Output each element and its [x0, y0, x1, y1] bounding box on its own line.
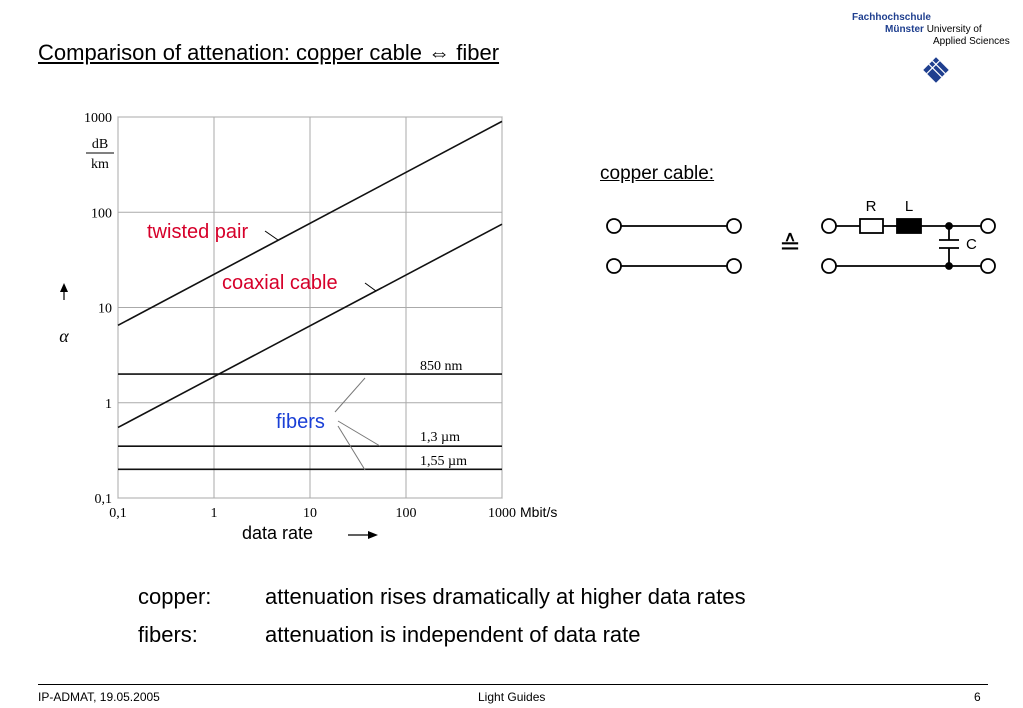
- logo-emblem-icon: [923, 57, 949, 83]
- footer-center: Light Guides: [478, 690, 546, 704]
- summary-copper-label: copper:: [138, 584, 212, 609]
- y-tick-label: 0,1: [95, 492, 113, 507]
- logo-munster: Münster: [885, 24, 924, 35]
- series-line-0: [117, 120, 503, 327]
- x-tick-label: 0,1: [109, 506, 127, 521]
- y-unit-numerator: dB: [92, 137, 108, 152]
- inductor-label: L: [905, 198, 913, 215]
- x-tick-label: 1: [211, 506, 218, 521]
- footer-divider: [38, 684, 988, 685]
- y-tick-label: 100: [91, 206, 112, 221]
- summary-fibers-label: fibers:: [138, 622, 198, 647]
- y-tick-label: 10: [98, 302, 112, 317]
- coaxial-cable-pointer: [364, 282, 377, 292]
- equivalence-symbol: ≙: [779, 230, 801, 260]
- y-axis-symbol: α: [59, 326, 69, 346]
- slide-title: Comparison of attenation: copper cable ⇔…: [38, 40, 500, 65]
- y-unit-label: dB km: [86, 137, 114, 172]
- series-label-coaxial-cable: coaxial cable: [222, 272, 338, 294]
- x-axis-label: data rate: [242, 523, 313, 543]
- twisted-pair-pointer: [264, 230, 279, 241]
- chart-ticks: 0,1 1 10 100 1000 0,1 1 10 100 1000: [84, 111, 516, 521]
- series-label-1-3um: 1,3 µm: [420, 430, 460, 445]
- y-axis-arrow: [60, 283, 68, 300]
- copper-cable-label: copper cable:: [600, 163, 715, 184]
- summary-copper-text: attenuation rises dramatically at higher…: [265, 584, 746, 609]
- series-label-850nm: 850 nm: [420, 359, 463, 374]
- series-label-1-55um: 1,55 µm: [420, 454, 467, 469]
- cable-symbol: [606, 218, 742, 274]
- x-tick-label: 10: [303, 506, 317, 521]
- x-tick-label: 100: [396, 506, 417, 521]
- series-line-1: [117, 223, 503, 429]
- x-tick-label: 1000: [488, 506, 516, 521]
- footer-page-number: 6: [974, 690, 981, 704]
- logo-line-1: Fachhochschule: [852, 12, 931, 23]
- resistor-label: R: [866, 198, 877, 215]
- logo-line-2: Münster University of: [885, 24, 982, 36]
- summary-fibers-text: attenuation is independent of data rate: [265, 622, 641, 647]
- chart-series: [117, 120, 503, 471]
- fibers-pointers: [334, 377, 381, 471]
- logo-university: University of: [926, 24, 982, 35]
- x-unit-label: Mbit/s: [520, 504, 557, 520]
- y-tick-label: 1: [105, 397, 112, 412]
- y-tick-label: 1000: [84, 111, 112, 126]
- x-axis-arrow: [348, 531, 378, 539]
- equivalent-circuit: [821, 218, 996, 274]
- chart-grid: [117, 116, 503, 499]
- fibers-annotation: fibers: [276, 411, 325, 433]
- series-label-twisted-pair: twisted pair: [147, 221, 248, 243]
- logo-line-3: Applied Sciences: [933, 36, 1010, 47]
- y-unit-denominator: km: [91, 157, 109, 172]
- circuit-diagram: ≙ R L C: [606, 198, 996, 274]
- capacitor-label: C: [966, 236, 977, 253]
- footer-left: IP-ADMAT, 19.05.2005: [38, 690, 160, 704]
- university-logo: Fachhochschule Münster University of App…: [838, 12, 1018, 92]
